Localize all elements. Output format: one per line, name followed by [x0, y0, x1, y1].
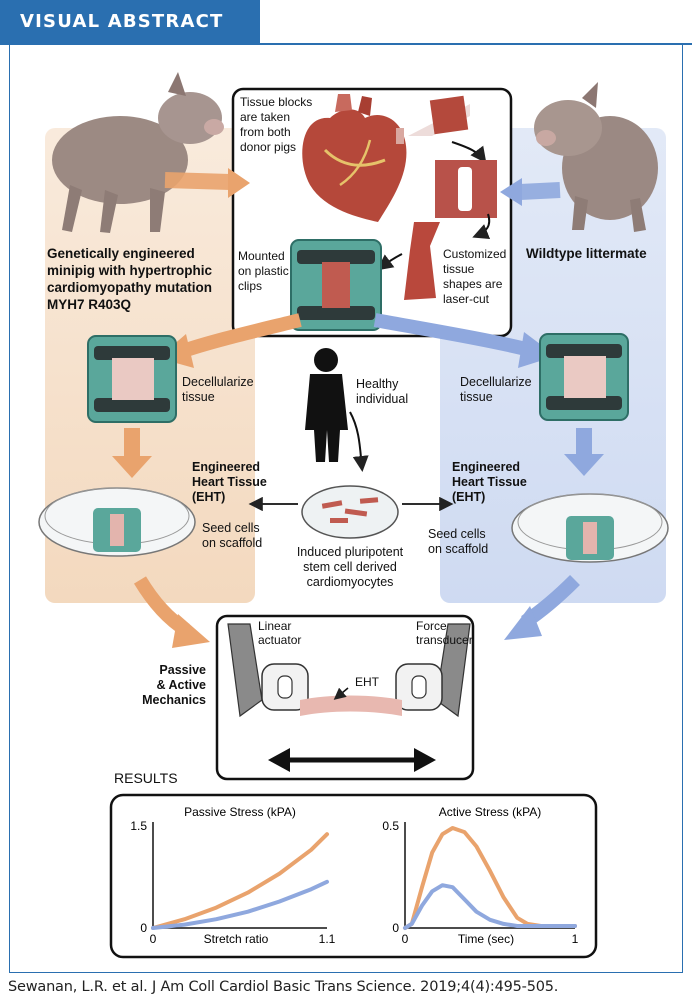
linear-actuator-label-line: actuator	[258, 633, 301, 647]
ipsc-label-line: Induced pluripotent	[297, 545, 404, 559]
mutant-title-line: Genetically engineered	[47, 246, 195, 261]
arrowhead-left-mechanics	[172, 614, 210, 648]
mutant-title-line: MYH7 R403Q	[47, 297, 131, 312]
eht-dish-left	[39, 488, 195, 556]
seed-right-label-line: Seed cells	[428, 527, 486, 541]
x-tick-label: 0	[402, 932, 409, 946]
decellularize-left-label-line: Decellularize	[182, 375, 254, 389]
laser-cut-frame-icon	[435, 160, 497, 218]
ipsc-label-line: cardiomyocytes	[307, 575, 394, 589]
healthy-individual-silhouette	[305, 348, 348, 462]
eht-left-label-line: Heart Tissue	[192, 475, 267, 489]
healthy-individual-label-line: Healthy	[356, 377, 399, 391]
customized-label-line: tissue	[443, 262, 475, 276]
x-tick-label: 0	[150, 932, 157, 946]
decellularized-clip-right	[540, 334, 628, 420]
y-tick-label: 1.5	[130, 819, 147, 833]
y-tick-label: 0	[392, 921, 399, 935]
healthy-individual-label-line: individual	[356, 392, 408, 406]
customized-label-line: Customized	[443, 247, 506, 261]
x-tick-label: 1	[572, 932, 579, 946]
ipsc-petri-dish	[302, 486, 398, 538]
decellularize-right-label-line: tissue	[460, 390, 493, 404]
linear-actuator-label-line: Linear	[258, 619, 291, 633]
citation: Sewanan, L.R. et al. J Am Coll Cardiol B…	[8, 979, 558, 995]
chart-title: Passive Stress (kPA)	[184, 805, 296, 819]
mounted-clip-center	[291, 240, 381, 330]
chart-title: Active Stress (kPA)	[439, 805, 541, 819]
force-transducer-label-line: Force	[416, 619, 447, 633]
eht-dish-right	[512, 494, 668, 562]
tissue-blocks-label-line: donor pigs	[240, 140, 296, 154]
customized-label-line: laser-cut	[443, 292, 490, 306]
seed-left-label-line: on scaffold	[202, 536, 262, 550]
decellularize-left-label-line: tissue	[182, 390, 215, 404]
x-axis-label: Stretch ratio	[204, 932, 269, 946]
tissue-blocks-label-line: from both	[240, 125, 291, 139]
y-tick-label: 0.5	[382, 819, 399, 833]
decellularized-clip-left	[88, 336, 176, 422]
x-tick-label: 1.1	[319, 932, 336, 946]
visual-abstract-diagram: Passive Stress (kPA) Stretch ratio 0 1.1 0 1.…	[0, 0, 692, 975]
force-transducer-label-line: transducer	[416, 633, 473, 647]
y-tick-label: 0	[140, 921, 147, 935]
x-axis-label: Time (sec)	[458, 932, 514, 946]
ipsc-label-line: stem cell derived	[303, 560, 397, 574]
wildtype-title: Wildtype littermate	[526, 246, 647, 261]
arrow-wildtype-pig-to-box	[520, 190, 560, 192]
mounted-label-line: Mounted	[238, 249, 285, 263]
mechanics-side-label-line: Passive	[159, 663, 206, 677]
mechanics-side-label-line: & Active	[156, 678, 206, 692]
mounted-label-line: clips	[238, 279, 262, 293]
eht-right-label-line: Heart Tissue	[452, 475, 527, 489]
eht-right-label-line: (EHT)	[452, 490, 485, 504]
arrow-mutant-pig-to-box	[165, 180, 230, 182]
eht-left-label-line: (EHT)	[192, 490, 225, 504]
mutant-title-line: cardiomyopathy mutation	[47, 280, 212, 295]
results-box	[111, 795, 596, 957]
seed-left-label-line: Seed cells	[202, 521, 260, 535]
eht-right-label-line: Engineered	[452, 460, 520, 474]
decellularize-right-label-line: Decellularize	[460, 375, 532, 389]
tissue-blocks-label-line: Tissue blocks	[240, 95, 312, 109]
eht-left-label-line: Engineered	[192, 460, 260, 474]
customized-label-line: shapes are	[443, 277, 503, 291]
tissue-blocks-label-line: are taken	[240, 110, 290, 124]
results-heading: RESULTS	[114, 770, 178, 786]
eht-mechanics-label: EHT	[355, 675, 380, 689]
mutant-title-line: minipig with hypertrophic	[47, 263, 212, 278]
mounted-label-line: on plastic	[238, 264, 289, 278]
mechanics-side-label-line: Mechanics	[142, 693, 206, 707]
arrow-person-to-dish	[350, 412, 362, 468]
seed-right-label-line: on scaffold	[428, 542, 488, 556]
